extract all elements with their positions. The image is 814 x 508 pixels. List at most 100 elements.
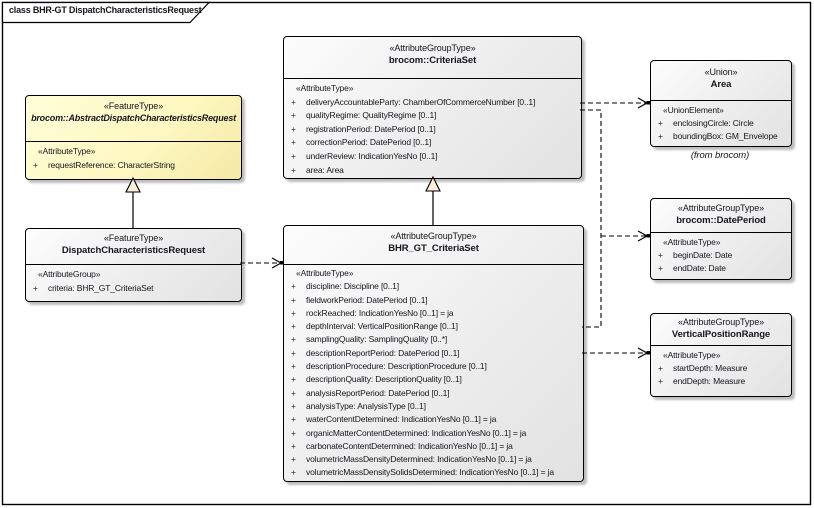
dependency-to-dateperiod[interactable] bbox=[580, 109, 650, 328]
class-box-abstract-dispatch-characteristics-request[interactable]: «FeatureType» brocom::AbstractDispatchCh… bbox=[25, 95, 242, 180]
attribute-text: endDate: Date bbox=[673, 263, 726, 273]
visibility-marker: + bbox=[291, 361, 296, 372]
visibility-marker: + bbox=[291, 110, 296, 121]
class-box-brocom-dateperiod[interactable]: «AttributeGroupType» brocom::DatePeriod … bbox=[650, 198, 792, 280]
visibility-marker: + bbox=[291, 294, 296, 305]
attribute-row: + startDepth: Measure bbox=[651, 362, 791, 375]
attributes-compartment: «UnionElement» + enclosingCircle: Circle… bbox=[651, 100, 791, 143]
attribute-row: + underReview: IndicationYesNo [0..1] bbox=[284, 150, 581, 164]
attribute-row: + enclosingCircle: Circle bbox=[651, 117, 791, 130]
class-name: VerticalPositionRange bbox=[671, 329, 771, 340]
attribute-text: beginDate: Date bbox=[673, 250, 733, 260]
attribute-text: area: Area bbox=[306, 164, 344, 175]
attribute-text: carbonateContentDetermined: IndicationYe… bbox=[306, 440, 513, 451]
dependency-dispatch-to-bhr-criteriaset[interactable] bbox=[240, 257, 284, 269]
attribute-row: + descriptionProcedure: DescriptionProce… bbox=[284, 360, 583, 373]
attribute-row: + discipline: Discipline [0..1] bbox=[284, 280, 583, 293]
attribute-row: + endDate: Date bbox=[651, 262, 791, 275]
attribute-row: + analysisReportPeriod: DatePeriod [0..1… bbox=[284, 387, 583, 400]
stereotype-label: «FeatureType» bbox=[103, 233, 164, 243]
visibility-marker: + bbox=[658, 131, 663, 141]
attribute-row: + deliveryAccountableParty: ChamberOfCom… bbox=[284, 96, 581, 110]
attributes-compartment: «AttributeType» + requestReference: Char… bbox=[26, 141, 241, 172]
attribute-text: fieldworkPeriod: DatePeriod [0..1] bbox=[306, 294, 428, 305]
generalization-bhr-criteriaset-to-criteriaset[interactable] bbox=[425, 175, 441, 225]
attribute-text: startDepth: Measure bbox=[673, 363, 748, 373]
attribute-text: rockReached: IndicationYesNo [0..1] = ja bbox=[306, 307, 454, 318]
visibility-marker: + bbox=[33, 159, 38, 170]
attribute-row: + beginDate: Date bbox=[651, 249, 791, 262]
visibility-marker: + bbox=[291, 427, 296, 438]
attribute-text: samplingQuality: SamplingQuality [0..*] bbox=[306, 334, 448, 345]
dependency-criteriaset-to-area[interactable] bbox=[580, 97, 650, 109]
attribute-text: descriptionReportPeriod: DatePeriod [0..… bbox=[306, 347, 460, 358]
class-name: brocom::DatePeriod bbox=[676, 215, 766, 226]
attribute-row: + organicMatterContentDetermined: Indica… bbox=[284, 427, 583, 440]
generalization-dispatch-to-abstract[interactable] bbox=[125, 176, 141, 228]
visibility-marker: + bbox=[658, 376, 663, 386]
from-package-note: (from brocom) bbox=[690, 150, 750, 161]
attribute-row: + volumetricMassDensitySolidsDetermined:… bbox=[284, 466, 583, 479]
visibility-marker: + bbox=[291, 440, 296, 451]
visibility-marker: + bbox=[658, 250, 663, 260]
visibility-marker: + bbox=[291, 281, 296, 292]
attribute-text: deliveryAccountableParty: ChamberOfComme… bbox=[306, 96, 536, 107]
visibility-marker: + bbox=[291, 150, 296, 161]
attribute-stereotype: «AttributeType» bbox=[296, 83, 354, 93]
stereotype-label: «AttributeGroupType» bbox=[677, 203, 765, 213]
attribute-text: underReview: IndicationYesNo [0..1] bbox=[306, 150, 438, 161]
stereotype-label: «AttributeGroupType» bbox=[389, 43, 476, 53]
visibility-marker: + bbox=[291, 454, 296, 465]
visibility-marker: + bbox=[291, 164, 296, 175]
attribute-row: + volumetricMassDensityDetermined: Indic… bbox=[284, 453, 583, 466]
stereotype-label: «FeatureType» bbox=[103, 101, 164, 111]
visibility-marker: + bbox=[291, 137, 296, 148]
attributes-compartment: «AttributeType» + deliveryAccountablePar… bbox=[284, 78, 581, 177]
attribute-row: + qualityRegime: QualityRegime [0..1] bbox=[284, 109, 581, 123]
attribute-row: + area: Area bbox=[284, 164, 581, 178]
class-name: DispatchCharacteristicsRequest bbox=[61, 245, 206, 256]
class-box-vertical-position-range[interactable]: «AttributeGroupType» VerticalPositionRan… bbox=[650, 313, 792, 397]
visibility-marker: + bbox=[291, 387, 296, 398]
visibility-marker: + bbox=[33, 282, 38, 293]
attribute-row: + samplingQuality: SamplingQuality [0..*… bbox=[284, 333, 583, 346]
attribute-row: + correctionPeriod: DatePeriod [0..1] bbox=[284, 136, 581, 150]
visibility-marker: + bbox=[658, 118, 663, 128]
class-name: BHR_GT_CriteriaSet bbox=[388, 243, 479, 254]
stereotype-label: «AttributeGroupType» bbox=[677, 317, 765, 327]
attribute-text: analysisType: AnalysisType [0..1] bbox=[306, 400, 426, 411]
class-name: brocom::CriteriaSet bbox=[388, 55, 477, 66]
attribute-row: + boundingBox: GM_Envelope bbox=[651, 130, 791, 143]
attribute-row: + waterContentDetermined: IndicationYesN… bbox=[284, 413, 583, 426]
visibility-marker: + bbox=[291, 400, 296, 411]
attribute-text: endDepth: Measure bbox=[673, 376, 746, 386]
attribute-text: volumetricMassDensityDetermined: Indicat… bbox=[306, 454, 532, 465]
attribute-row: + rockReached: IndicationYesNo [0..1] = … bbox=[284, 307, 583, 320]
visibility-marker: + bbox=[291, 321, 296, 332]
class-box-area[interactable]: «Union» Area «UnionElement» + enclosingC… bbox=[650, 60, 792, 147]
attribute-row: + requestReference: CharacterString bbox=[26, 159, 241, 173]
attribute-stereotype: «AttributeType» bbox=[296, 268, 354, 278]
attribute-row: + analysisType: AnalysisType [0..1] bbox=[284, 400, 583, 413]
visibility-marker: + bbox=[291, 374, 296, 385]
attribute-text: requestReference: CharacterString bbox=[48, 159, 175, 170]
class-box-brocom-criteriaset[interactable]: «AttributeGroupType» brocom::CriteriaSet… bbox=[283, 36, 582, 179]
attribute-row: + registrationPeriod: DatePeriod [0..1] bbox=[284, 123, 581, 137]
attribute-text: enclosingCircle: Circle bbox=[673, 118, 754, 128]
class-name: brocom::AbstractDispatchCharacteristicsR… bbox=[31, 113, 236, 123]
attribute-text: correctionPeriod: DatePeriod [0..1] bbox=[306, 137, 432, 148]
diagram-title: class BHR-GT DispatchCharacteristicsRequ… bbox=[9, 5, 202, 15]
visibility-marker: + bbox=[291, 96, 296, 107]
class-box-bhr-gt-criteriaset[interactable]: «AttributeGroupType» BHR_GT_CriteriaSet … bbox=[283, 225, 584, 482]
dependency-bhr-criteriaset-to-verticalpositionrange[interactable] bbox=[582, 347, 650, 359]
class-box-dispatch-characteristics-request[interactable]: «FeatureType» DispatchCharacteristicsReq… bbox=[25, 228, 242, 302]
attribute-text: depthInterval: VerticalPositionRange [0.… bbox=[306, 321, 458, 332]
attribute-row: + depthInterval: VerticalPositionRange [… bbox=[284, 320, 583, 333]
attributes-compartment: «AttributeType» + discipline: Discipline… bbox=[284, 264, 583, 480]
attribute-row: + fieldworkPeriod: DatePeriod [0..1] bbox=[284, 294, 583, 307]
attribute-text: organicMatterContentDetermined: Indicati… bbox=[306, 427, 527, 438]
attribute-row: + carbonateContentDetermined: Indication… bbox=[284, 440, 583, 453]
attribute-text: criteria: BHR_GT_CriteriaSet bbox=[48, 282, 154, 293]
attribute-row: + descriptionReportPeriod: DatePeriod [0… bbox=[284, 347, 583, 360]
